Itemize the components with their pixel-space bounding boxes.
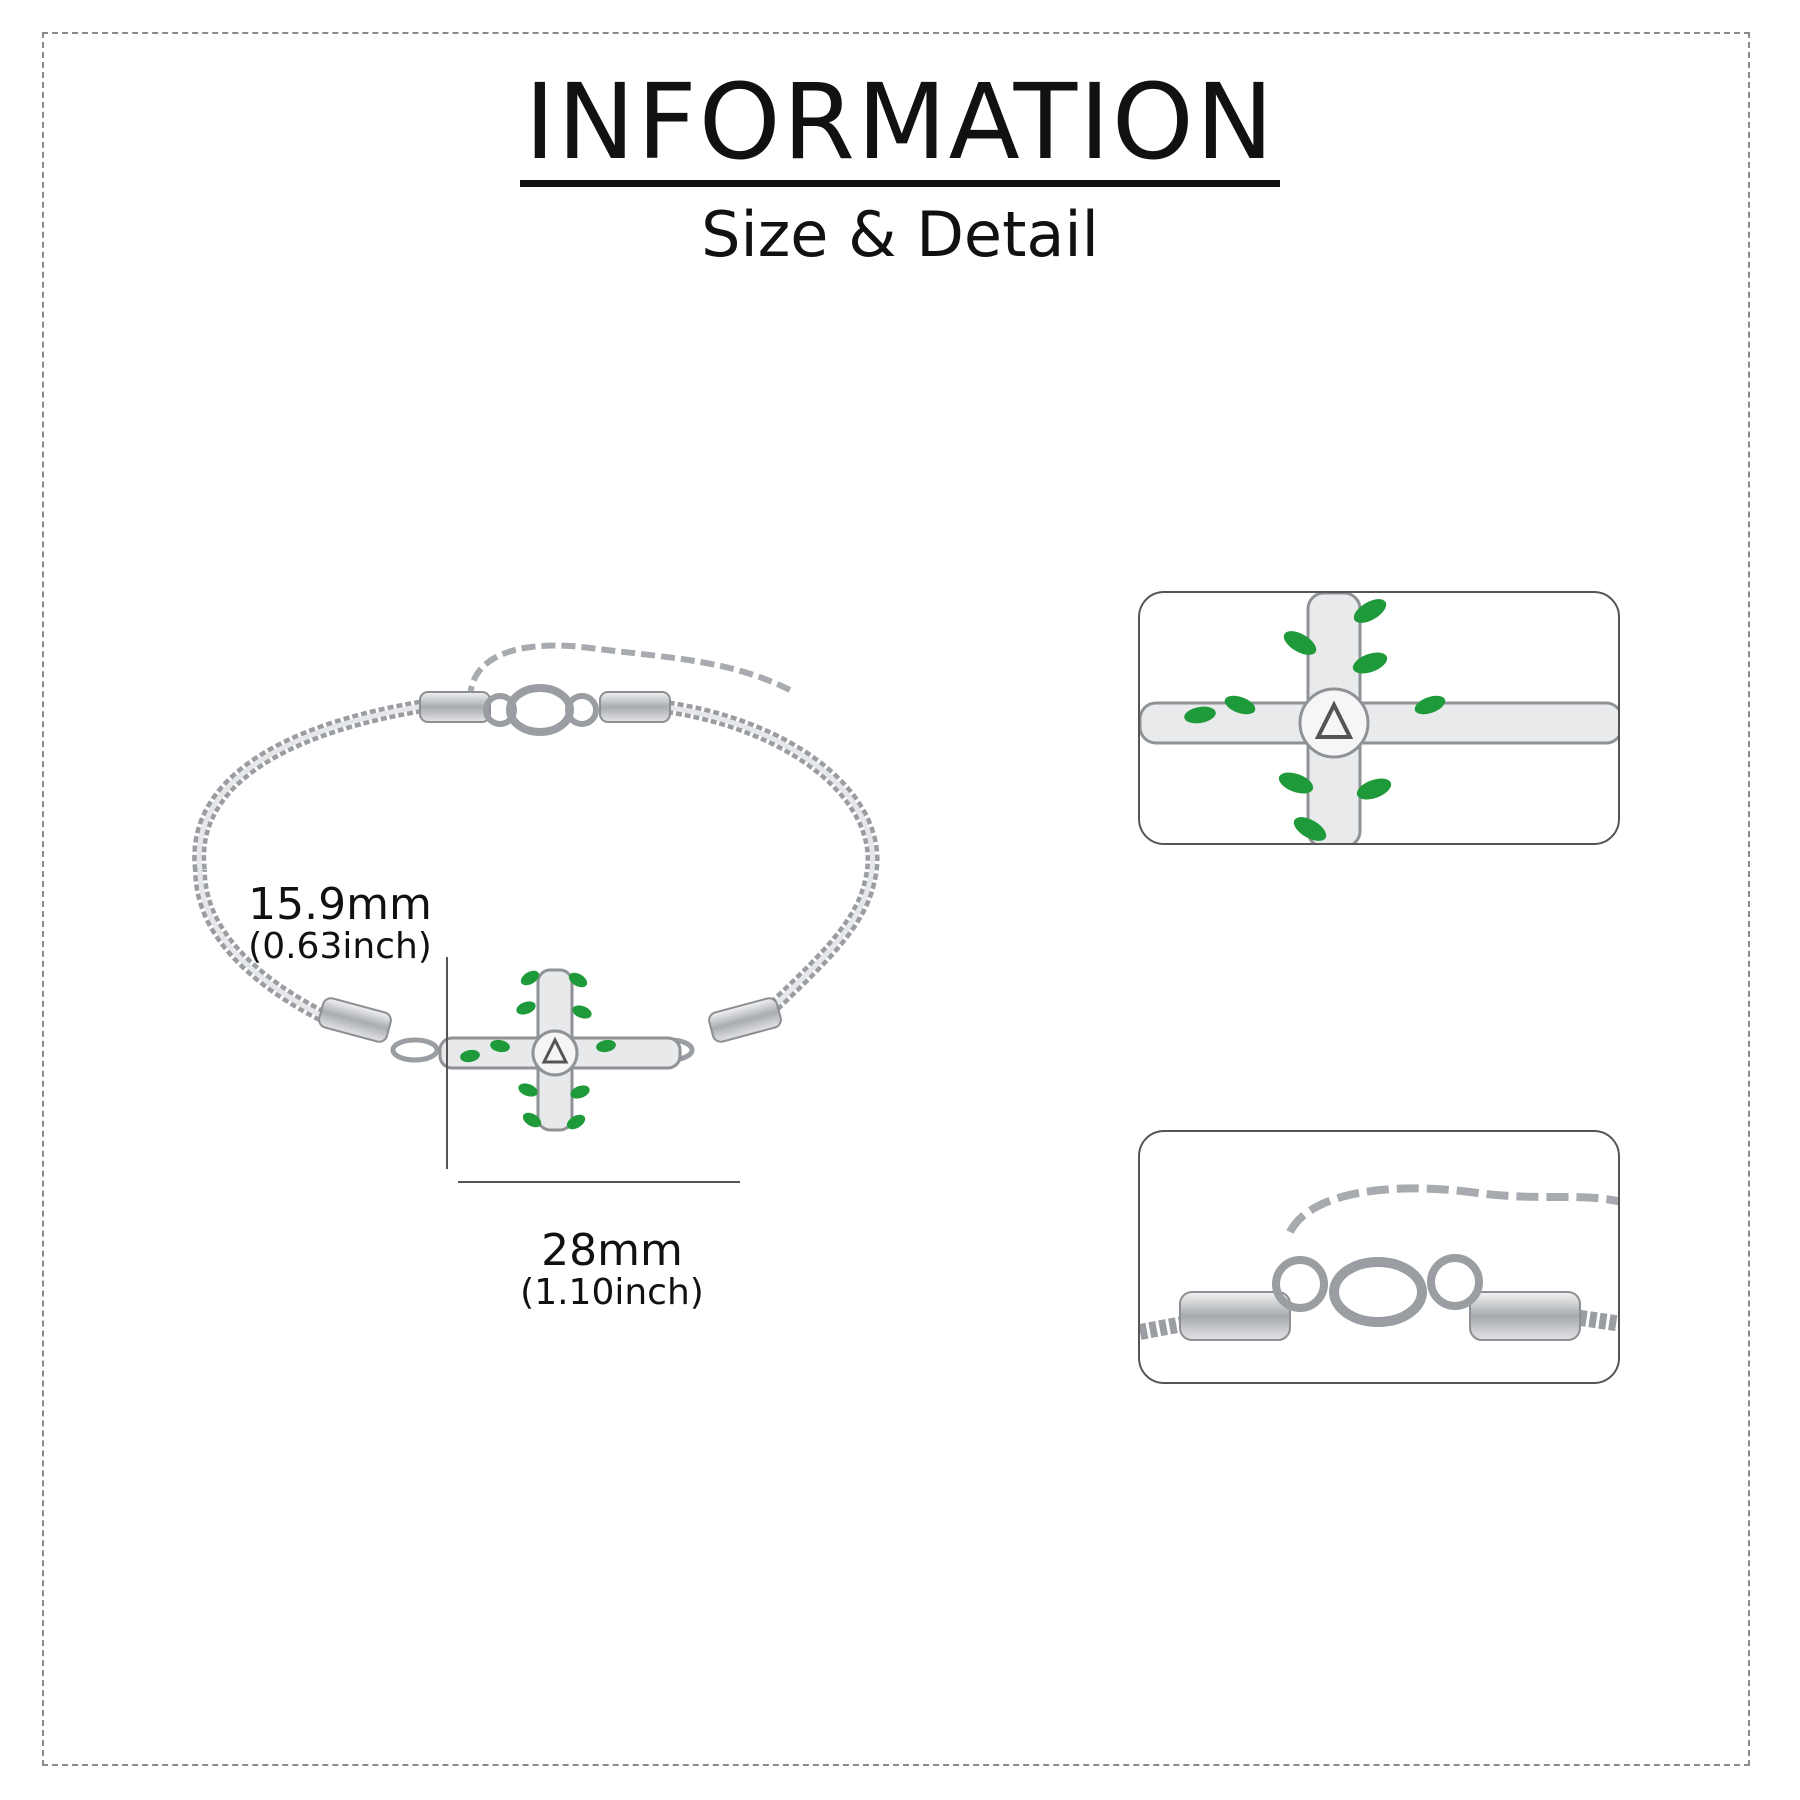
dashed-frame: [42, 32, 1750, 1766]
page-title: INFORMATION: [524, 61, 1276, 183]
cross-closeup-image: [1140, 593, 1618, 843]
height-inch: (0.63inch): [248, 926, 432, 968]
detail-cross-closeup: [1138, 591, 1620, 845]
page-subtitle: Size & Detail: [701, 198, 1099, 271]
title-underline: [520, 180, 1280, 187]
clasp-closeup-image: [1140, 1184, 1618, 1341]
width-inch: (1.10inch): [520, 1272, 704, 1314]
height-dimension: 15.9mm (0.63inch): [225, 879, 455, 968]
width-dimension-line: [458, 1181, 740, 1183]
height-dimension-line: [446, 957, 448, 1169]
detail-clasp-closeup: [1138, 1130, 1620, 1384]
height-mm: 15.9mm: [248, 879, 432, 930]
width-mm: 28mm: [541, 1225, 683, 1276]
bracelet-image: [192, 642, 880, 1132]
width-dimension: 28mm (1.10inch): [462, 1225, 762, 1314]
